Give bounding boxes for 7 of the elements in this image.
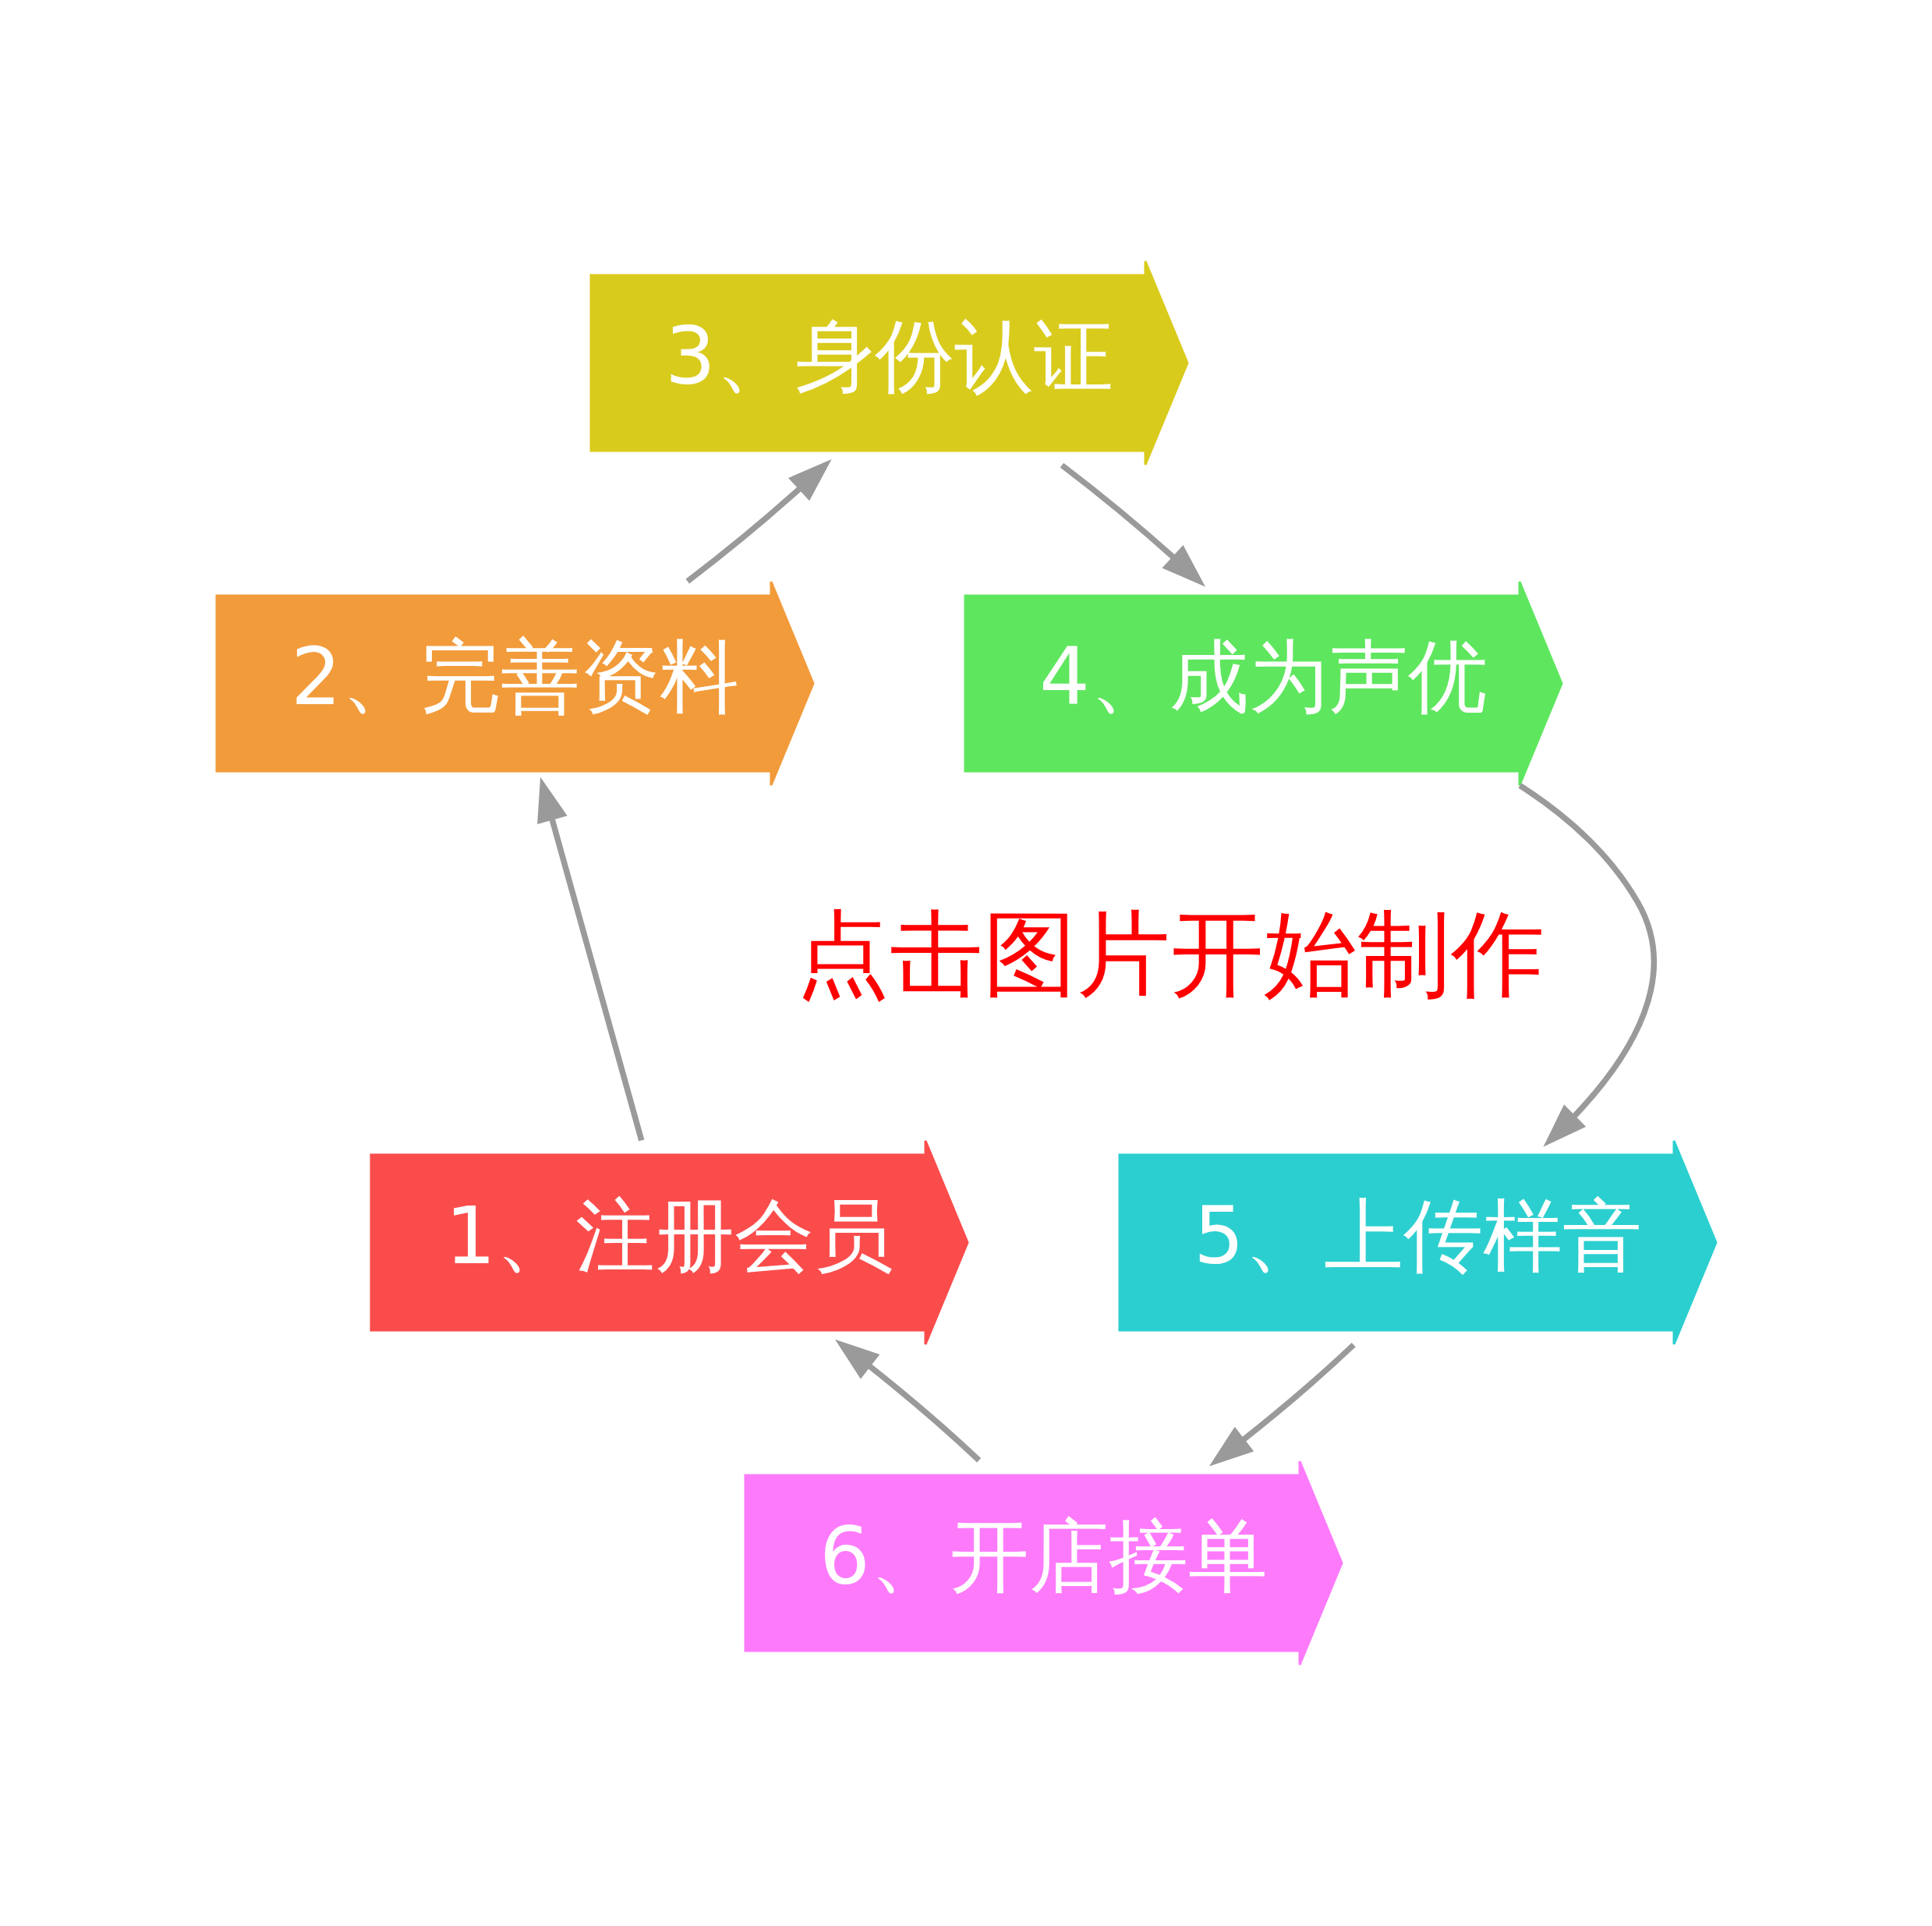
arrow — [834, 1339, 981, 1463]
arrow — [536, 777, 644, 1142]
arrow — [1060, 462, 1205, 587]
arrow — [1517, 783, 1657, 1147]
arrow — [1208, 1342, 1356, 1467]
label: 点击图片开始制作 — [795, 900, 1544, 1008]
arrow — [685, 458, 832, 584]
